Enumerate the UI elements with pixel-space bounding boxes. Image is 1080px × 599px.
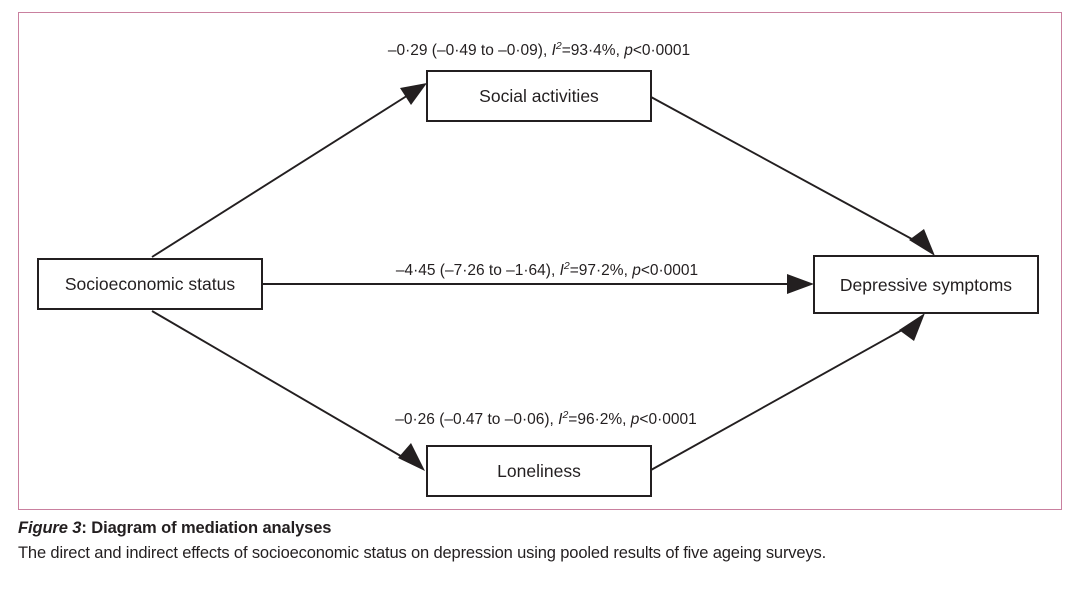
caption-title-text: Diagram of mediation analyses [91, 519, 332, 537]
edge-label-ses-to-social: –0·29 (–0·49 to –0·09), I2=93·4%, p<0·00… [388, 40, 690, 59]
edge-ses-to-lonely [151, 310, 425, 471]
edge-ses-to-social [151, 83, 427, 258]
node-depressive-symptoms[interactable]: Depressive symptoms [813, 255, 1039, 314]
node-label-social-activities: Social activities [479, 86, 599, 106]
node-social-activities[interactable]: Social activities [426, 70, 652, 122]
node-label-loneliness: Loneliness [497, 461, 581, 481]
mediation-diagram: Socioeconomic status Social activities L… [37, 40, 1039, 497]
caption-separator: : [81, 519, 92, 537]
caption-figure-number: Figure 3 [18, 519, 82, 537]
figure-caption: Figure 3: Diagram of mediation analyses … [18, 518, 1068, 564]
edge-ses-to-depress [262, 274, 814, 294]
arrowhead-lonely-in [398, 443, 425, 471]
node-label-depressive-symptoms: Depressive symptoms [840, 275, 1012, 295]
node-label-socioeconomic-status: Socioeconomic status [65, 274, 235, 294]
edge-social-to-depress [650, 96, 935, 256]
arrowhead-depress-in-bottom [899, 313, 925, 341]
node-loneliness[interactable]: Loneliness [426, 445, 652, 497]
arrowhead-social-in [400, 83, 427, 105]
edge-label-ses-to-depress: –4·45 (–7·26 to –1·64), I2=97·2%, p<0·00… [396, 260, 698, 279]
caption-body: The direct and indirect effects of socio… [18, 543, 827, 562]
node-socioeconomic-status[interactable]: Socioeconomic status [37, 258, 263, 310]
arrowhead-depress-in-left [787, 274, 814, 294]
edge-lonely-to-depress [650, 313, 925, 471]
arrowhead-depress-in-top [909, 229, 935, 256]
caption-title: Figure 3: Diagram of mediation analyses [18, 518, 1068, 539]
edge-label-ses-to-lonely: –0·26 (–0.47 to –0·06), I2=96·2%, p<0·00… [395, 409, 696, 428]
